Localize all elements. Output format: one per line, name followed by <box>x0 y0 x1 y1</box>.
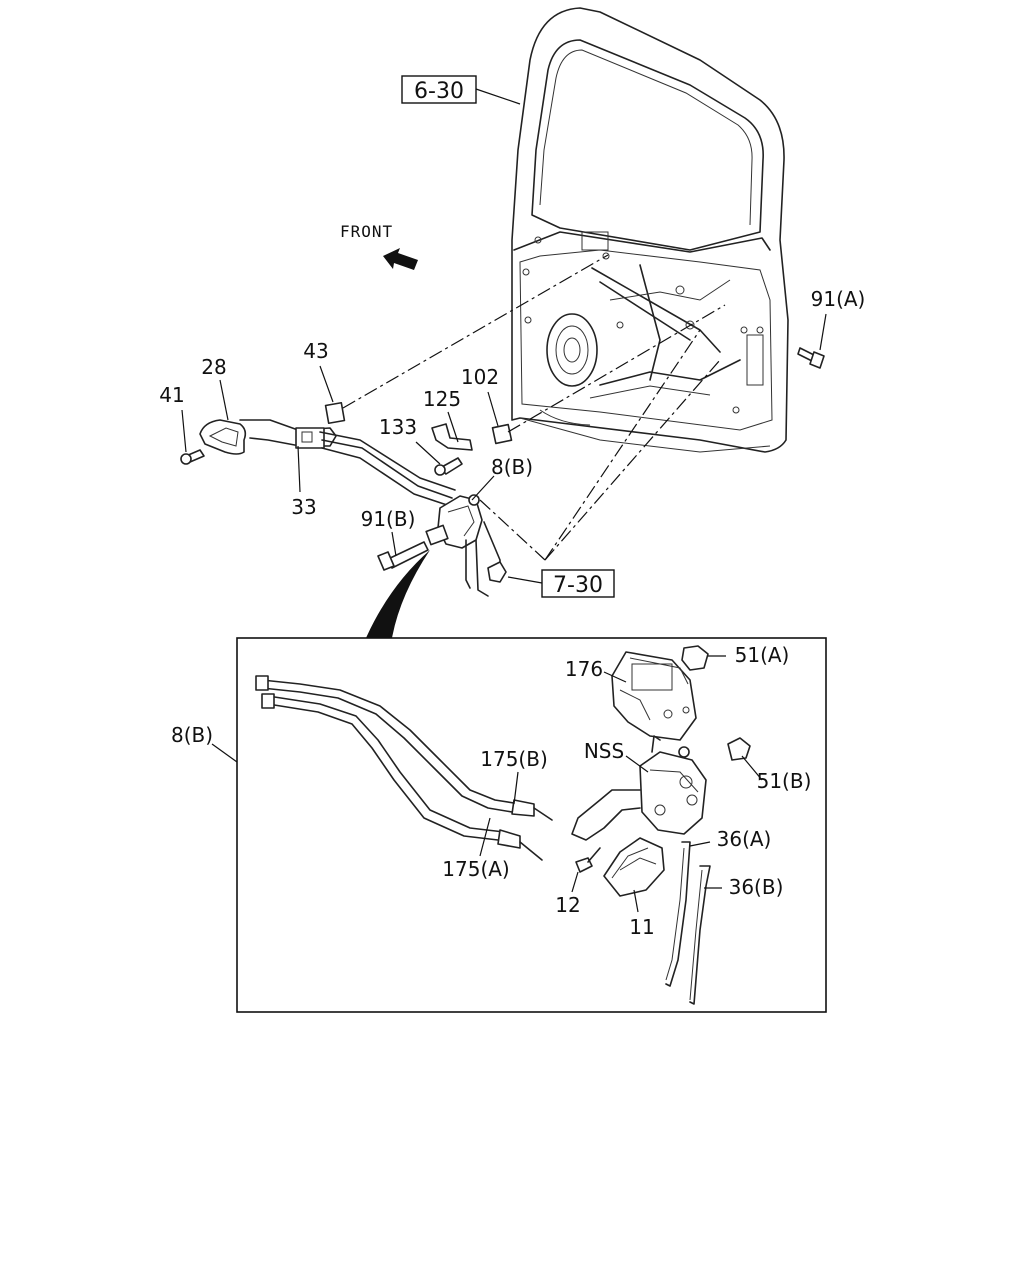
callout-43: 43 <box>303 339 328 363</box>
cover-11 <box>603 837 665 897</box>
callout-125: 125 <box>423 387 461 411</box>
callout-175a: 175(A) <box>442 857 509 881</box>
callout-12: 12 <box>555 893 580 917</box>
handle-assembly <box>180 401 513 597</box>
door-panel <box>511 7 789 453</box>
bolt-91a <box>797 347 825 369</box>
callout-nss: NSS <box>584 739 624 763</box>
front-indicator: FRONT <box>340 222 418 270</box>
callout-36a: 36(A) <box>717 827 772 851</box>
callout-51a: 51(A) <box>735 643 790 667</box>
actuator-176 <box>611 651 697 741</box>
callouts-upper: 41 28 43 33 125 102 133 8(B) 91(B) 91(A) <box>159 287 866 557</box>
ref-label-handle: 7-30 <box>553 573 603 598</box>
ref-label-door: 6-30 <box>414 79 464 104</box>
detail-pointer <box>366 550 430 638</box>
latch-nss <box>571 735 707 841</box>
callout-33: 33 <box>291 495 316 519</box>
callout-175b: 175(B) <box>480 747 548 771</box>
callout-133: 133 <box>379 415 417 439</box>
front-arrow-icon <box>383 248 418 270</box>
callout-51b: 51(B) <box>757 769 812 793</box>
callout-91b: 91(B) <box>361 507 416 531</box>
callout-8b-detail: 8(B) <box>171 723 213 747</box>
front-label: FRONT <box>340 222 393 241</box>
callout-28: 28 <box>201 355 226 379</box>
ref-box-door: 6-30 <box>401 75 521 105</box>
callout-176: 176 <box>565 657 603 681</box>
callout-11: 11 <box>629 915 654 939</box>
callout-36b: 36(B) <box>729 875 784 899</box>
callout-102: 102 <box>461 365 499 389</box>
ref-box-handle: 7-30 <box>507 569 615 598</box>
callout-91a: 91(A) <box>811 287 866 311</box>
detail-box: 8(B) 175(B) 175(A) 176 51(A) <box>171 637 827 1013</box>
callout-8b-top: 8(B) <box>491 455 533 479</box>
reference-lines <box>342 254 726 561</box>
callout-41: 41 <box>159 383 184 407</box>
